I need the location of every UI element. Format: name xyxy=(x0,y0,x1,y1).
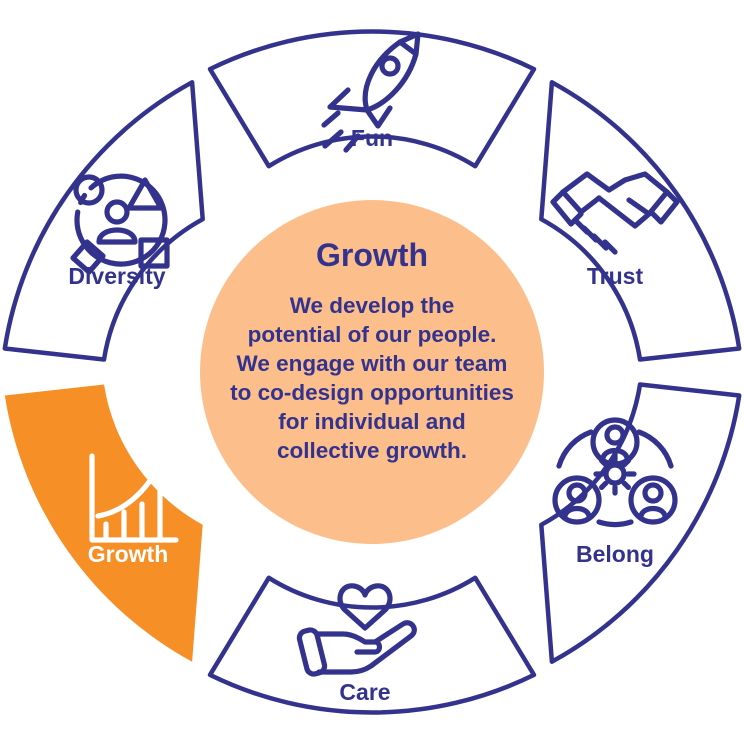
center-circle xyxy=(200,200,544,544)
center-body-line-1: We develop the xyxy=(290,293,455,318)
center-body-line-6: collective growth. xyxy=(277,438,467,463)
center-body-line-3: We engage with our team xyxy=(237,351,508,376)
diversity-shapes-icon xyxy=(70,173,170,275)
segment-shape-diversity[interactable] xyxy=(2,80,205,362)
rocket-icon xyxy=(321,31,421,153)
segment-shape-care[interactable] xyxy=(207,575,537,715)
handshake-icon xyxy=(550,171,680,255)
wheel-segment-care[interactable]: Care xyxy=(207,575,537,715)
wheel-segment-belong[interactable]: Belong xyxy=(539,382,742,664)
center-heading: Growth xyxy=(316,237,428,273)
growth-chart-icon xyxy=(89,453,179,543)
people-gear-icon xyxy=(552,417,678,528)
segment-label-trust: Trust xyxy=(587,263,644,289)
center-body-line-2: potential of our people. xyxy=(248,322,497,347)
center-body-line-5: for individual and xyxy=(278,409,466,434)
wheel-segment-diversity[interactable]: Diversity xyxy=(2,80,205,362)
segment-label-growth: Growth xyxy=(88,541,169,567)
segment-label-belong: Belong xyxy=(576,541,654,567)
hand-heart-icon xyxy=(296,583,417,677)
segment-label-care: Care xyxy=(339,679,390,705)
segment-label-diversity: Diversity xyxy=(68,263,165,289)
wheel-segment-fun[interactable]: Fun xyxy=(207,29,537,169)
wheel-segment-growth[interactable]: Growth xyxy=(4,384,203,662)
wheel-segment-trust[interactable]: Trust xyxy=(539,80,742,362)
center-body-text: We develop the potential of our people. … xyxy=(230,293,514,463)
segment-label-fun: Fun xyxy=(351,125,393,151)
center-body-line-4: to co-design opportunities xyxy=(230,380,514,405)
